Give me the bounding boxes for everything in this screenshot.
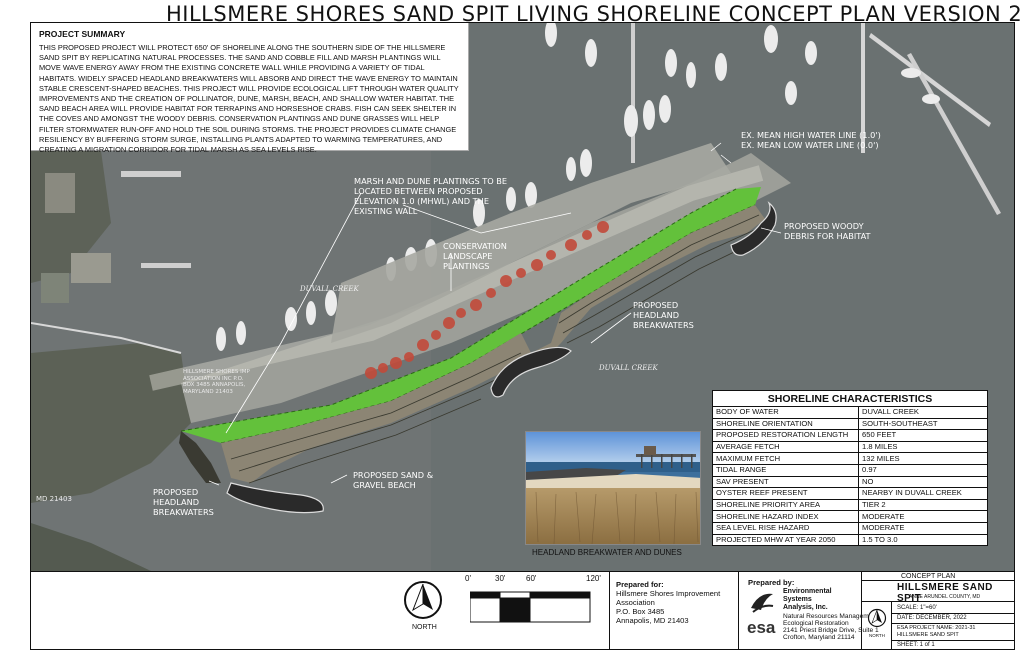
sheet-type: CONCEPT PLAN [901, 573, 956, 580]
characteristic-value: 1.5 TO 3.0 [858, 533, 988, 547]
esa-line-3: 2141 Priest Bridge Drive, Suite 1 [783, 627, 879, 634]
sheet-date: DATE: DECEMBER, 2022 [897, 615, 967, 621]
scale-tick-60: 60' [526, 574, 537, 583]
esa-name-line-1: Environmental [783, 588, 832, 595]
scale-tick-30: 30' [495, 574, 506, 583]
north-small-label: NORTH [869, 633, 885, 638]
esa-logo-text: esa [747, 618, 776, 637]
headland-photo [525, 431, 701, 545]
project-summary-heading: PROJECT SUMMARY [39, 29, 126, 39]
prepared-for-line-4: Annapolis, MD 21403 [616, 616, 689, 625]
photo-caption: HEADLAND BREAKWATER AND DUNES [532, 548, 682, 557]
prepared-for-line-2: Association [616, 598, 655, 607]
sand-gravel-beach-callout: PROPOSED SAND & GRAVEL BEACH [353, 470, 434, 490]
duvall-creek-label-1: DUVALL CREEK [300, 285, 359, 293]
esa-logo-icon [751, 593, 774, 613]
sheet-scale: SCALE: 1"=60' [897, 605, 937, 611]
prepared-for-label: Prepared for: [616, 580, 664, 589]
md-zip-label: MD 21403 [36, 495, 72, 503]
conservation-planting-callout: CONSERVATION LANDSCAPE PLANTINGS [443, 241, 507, 271]
sheet-number: SHEET: 1 of 1 [897, 642, 935, 648]
sheet-title: HILLSMERE SAND SPIT [897, 582, 993, 604]
association-parcel-label: HILLSMERE SHORES IMP ASSOCIATION INC P.O… [183, 369, 250, 395]
esa-line-1: Natural Resources Management [783, 613, 878, 620]
shoreline-characteristics-heading: SHORELINE CHARACTERISTICS [712, 390, 988, 406]
project-summary-text: This proposed project will protect 650' … [39, 43, 459, 155]
title-block: NORTH 0' 30' 60' 120' Prepared for: Hill… [31, 571, 1014, 650]
esa-line-2: Ecological Restoration [783, 620, 849, 627]
aerial-plan-view: MARSH AND DUNE PLANTINGS TO BE LOCATED B… [31, 23, 1014, 571]
mean-low-water-callout: EX. MEAN LOW WATER LINE (0.0') [741, 140, 879, 150]
duvall-creek-label-2: DUVALL CREEK [599, 364, 658, 372]
prepared-for-line-1: Hillsmere Shores Improvement [616, 589, 721, 598]
marsh-planting-callout: MARSH AND DUNE PLANTINGS TO BE LOCATED B… [354, 176, 508, 216]
characteristic-value: MODERATE [858, 510, 988, 523]
headland-breakwaters-left-callout: PROPOSED HEADLAND BREAKWATERS [153, 487, 214, 517]
sheet-project: ESA PROJECT NAME: 2021-31 [897, 625, 976, 631]
mean-high-water-callout: EX. MEAN HIGH WATER LINE (1.0') [741, 130, 881, 140]
prepared-by-label: Prepared by: [748, 578, 795, 587]
north-label: NORTH [412, 624, 437, 631]
characteristic-label: SEA LEVEL RISE HAZARD [712, 521, 859, 535]
sheet-subtitle: ANNE ARUNDEL COUNTY, MD [909, 594, 981, 600]
esa-name-line-3: Analysis, Inc. [783, 604, 828, 611]
woody-debris-callout: PROPOSED WOODY DEBRIS FOR HABITAT [784, 221, 871, 241]
characteristic-label: PROJECTED MHW AT YEAR 2050 [712, 533, 859, 547]
prepared-for-line-3: P.O. Box 3485 [616, 607, 665, 616]
project-summary: PROJECT SUMMARY This proposed project wi… [31, 23, 469, 154]
esa-line-4: Crofton, Maryland 21114 [783, 634, 855, 641]
sheet-project-name: HILLSMERE SAND SPIT [897, 632, 959, 638]
esa-name-line-2: Systems [783, 596, 812, 603]
headland-breakwaters-right-callout: PROPOSED HEADLAND BREAKWATERS [633, 300, 694, 330]
scale-tick-120: 120' [586, 574, 601, 583]
characteristic-value: MODERATE [858, 521, 988, 535]
scale-tick-0: 0' [465, 574, 471, 583]
north-arrow-icon [404, 581, 442, 619]
sheet-border [30, 22, 1015, 650]
scale-bar [470, 591, 591, 623]
north-arrow-small-icon [867, 608, 887, 628]
